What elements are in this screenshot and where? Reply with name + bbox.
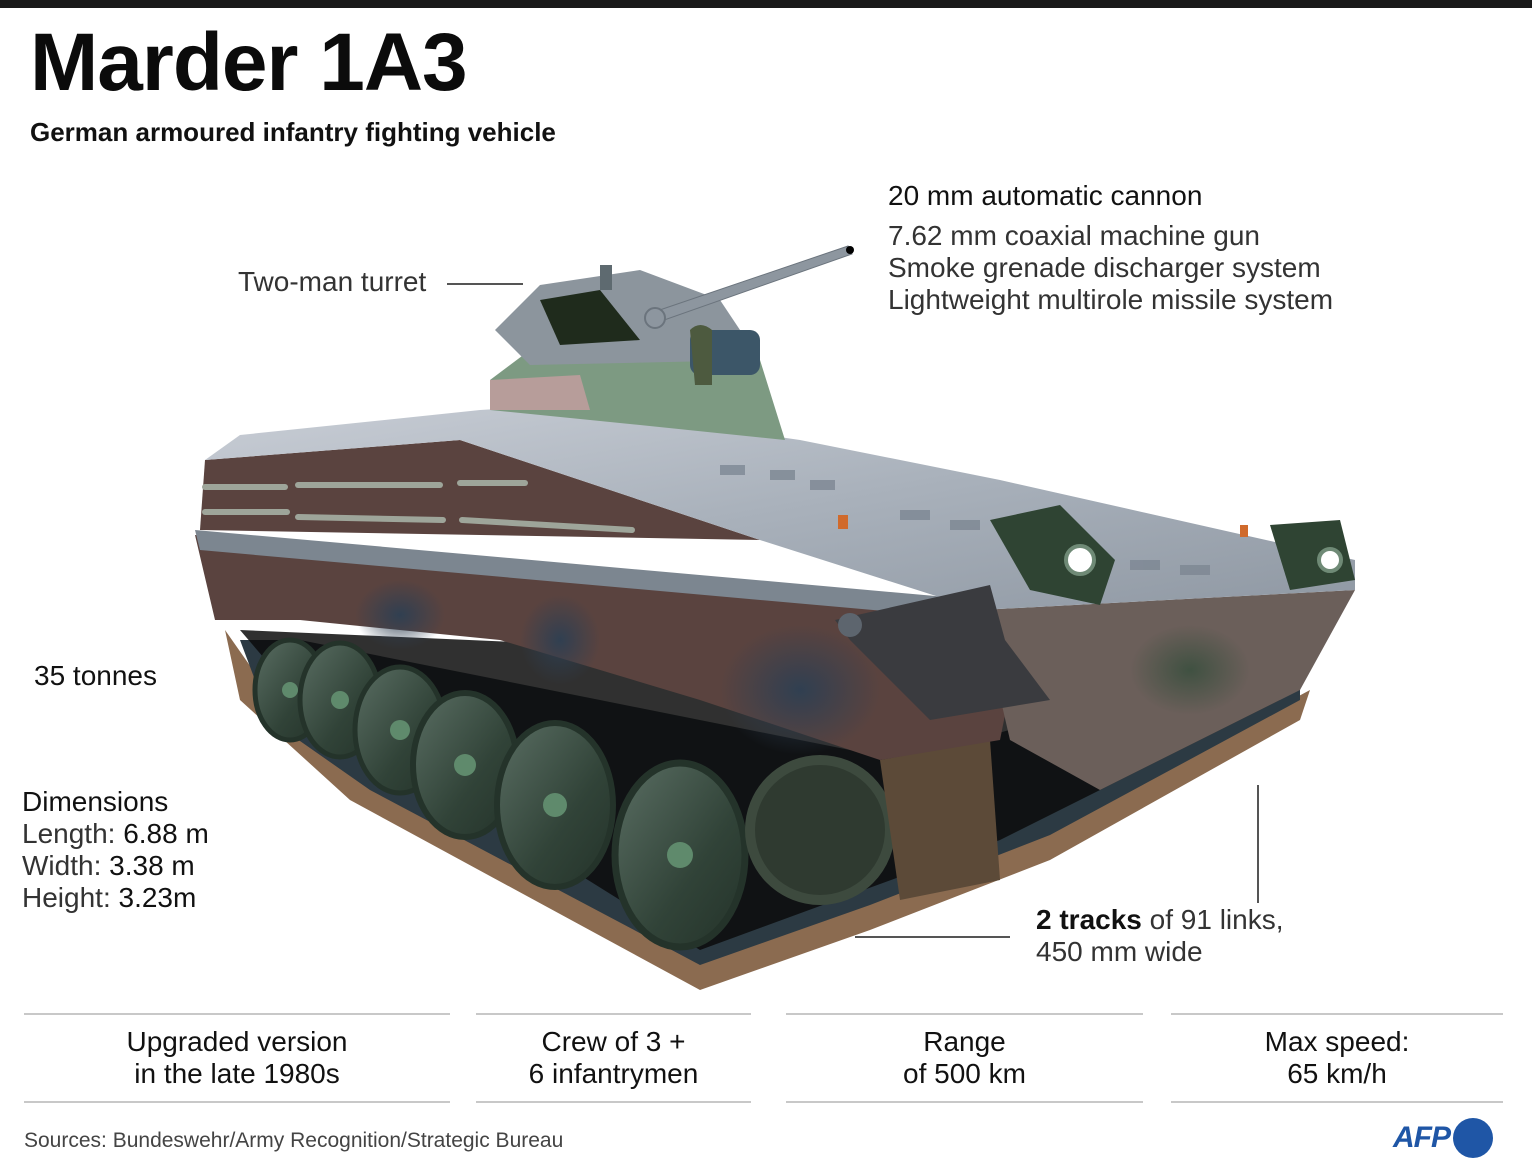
armament-secondary-3: Lightweight multirole missile system — [888, 284, 1334, 315]
tracks-width: 450 mm wide — [1036, 936, 1203, 967]
afp-dot-icon — [1453, 1118, 1493, 1158]
stat-crew-line2: 6 infantrymen — [528, 1058, 699, 1089]
page-subtitle: German armoured infantry fighting vehicl… — [30, 117, 556, 147]
tracks-count: 2 tracks — [1036, 904, 1142, 935]
height-value: 3.23m — [118, 882, 197, 913]
afp-logo-text: AFP — [1393, 1121, 1451, 1154]
afp-logo: AFP — [1393, 1118, 1493, 1158]
tracks-callout: 2 tracks of 91 links, 450 mm wide — [1036, 904, 1284, 968]
road-wheels — [252, 637, 1000, 951]
dimensions-callout: Dimensions Length: 6.88 m Width: 3.38 m … — [22, 786, 209, 914]
length-value: 6.88 m — [123, 818, 209, 849]
sources-credit: Sources: Bundeswehr/Army Recognition/Str… — [24, 1129, 564, 1152]
stats-row: Upgraded version in the late 1980s Crew … — [0, 1013, 1532, 1103]
armament-secondary-2: Smoke grenade discharger system — [888, 252, 1321, 283]
tracks-links: of 91 links, — [1141, 904, 1284, 935]
tracks-leader-horizontal — [855, 936, 1010, 938]
page-title: Marder 1A3 — [30, 17, 468, 108]
weight-callout: 35 tonnes — [34, 660, 157, 691]
stat-range-line1: Range — [923, 1026, 1006, 1057]
stat-upgrade-line1: Upgraded version — [126, 1026, 348, 1057]
stat-upgrade: Upgraded version in the late 1980s — [24, 1013, 450, 1103]
top-rule — [0, 0, 1532, 8]
tracks-leader-vertical — [1257, 785, 1259, 903]
dimensions-heading: Dimensions — [22, 786, 169, 817]
stat-range: Range of 500 km — [786, 1013, 1143, 1103]
armament-callout: 20 mm automatic cannon 7.62 mm coaxial m… — [888, 180, 1333, 316]
stat-upgrade-line2: in the late 1980s — [134, 1058, 340, 1089]
turret-callout: Two-man turret — [238, 266, 427, 297]
stat-speed-line1: Max speed: — [1264, 1026, 1410, 1057]
stat-speed-line2: 65 km/h — [1287, 1058, 1387, 1089]
width-value: 3.38 m — [109, 850, 195, 881]
stat-range-line2: of 500 km — [903, 1058, 1026, 1089]
stat-crew-line1: Crew of 3 + — [541, 1026, 686, 1057]
armament-primary: 20 mm automatic cannon — [888, 180, 1203, 211]
length-label: Length: — [22, 818, 116, 849]
width-label: Width: — [22, 850, 102, 881]
turret-leader-line — [447, 283, 523, 285]
height-label: Height: — [22, 882, 111, 913]
stat-speed: Max speed: 65 km/h — [1171, 1013, 1503, 1103]
stat-crew: Crew of 3 + 6 infantrymen — [476, 1013, 751, 1103]
armament-secondary-1: 7.62 mm coaxial machine gun — [888, 220, 1260, 251]
